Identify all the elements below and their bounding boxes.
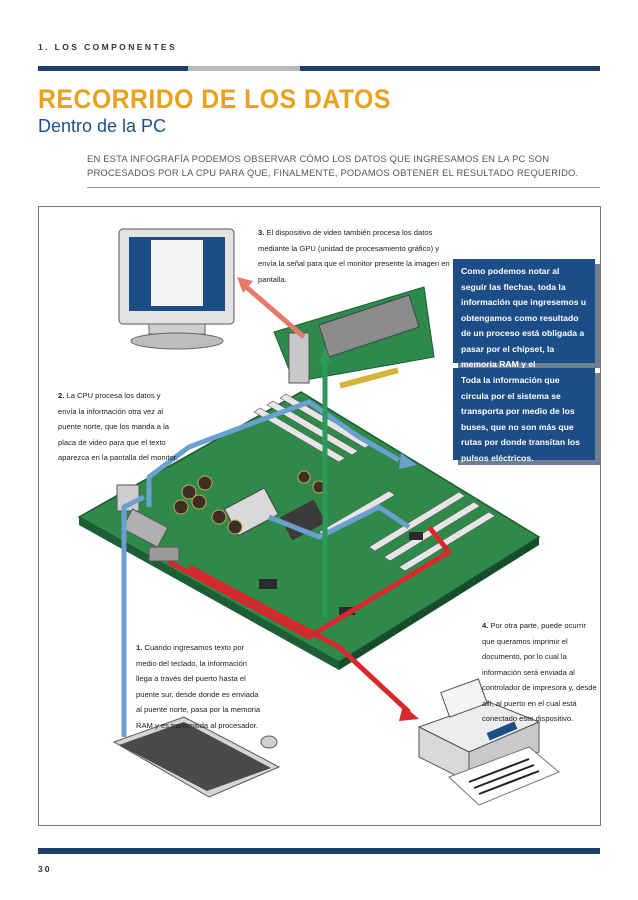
intro-paragraph: EN ESTA INFOGRAFÍA PODEMOS OBSERVAR CÓMO… <box>87 153 579 178</box>
infographic-illustration <box>77 228 560 806</box>
infographic-frame <box>38 206 601 826</box>
step-4-note: 4. Por otra parte, puede ocurrir que que… <box>482 621 597 723</box>
video-card-image <box>273 286 435 389</box>
board-to-printer-arrow <box>187 564 411 714</box>
header-rule-accent-right <box>300 66 600 71</box>
step-1-note: 1. Cuando ingresamos texto por medio del… <box>136 643 261 730</box>
data-flow-arrows <box>121 283 452 737</box>
footer-rule <box>38 848 600 854</box>
keyboard-to-board-arrow <box>121 494 146 737</box>
step-3-note: 3. El dispositivo de video también proce… <box>258 228 450 284</box>
chapter-label: 1. LOS COMPONENTES <box>38 42 178 52</box>
callout-buses: Toda la información que circula por el s… <box>453 368 595 463</box>
intro-divider <box>87 187 600 188</box>
step-2-note: 2. La CPU procesa los datos y envía la i… <box>58 391 178 462</box>
page-title: RECORRIDO DE LOS DATOS <box>38 84 391 114</box>
page-subtitle: Dentro de la PC <box>38 116 167 136</box>
page-number: 30 <box>38 864 52 874</box>
arrow-heads <box>237 277 419 721</box>
northbridge-loop-arrow <box>268 504 411 540</box>
keyboard-image <box>112 716 281 798</box>
video-card-to-monitor-arrow <box>242 283 306 339</box>
callout-arrows: Como podemos notar al seguir las flechas… <box>453 259 595 385</box>
printer-image <box>417 678 560 806</box>
monitor-image <box>118 228 235 350</box>
cpu-to-northbridge-arrow <box>146 399 401 507</box>
southbridge-loop-arrow <box>167 525 452 640</box>
header-rule-accent <box>38 66 188 71</box>
